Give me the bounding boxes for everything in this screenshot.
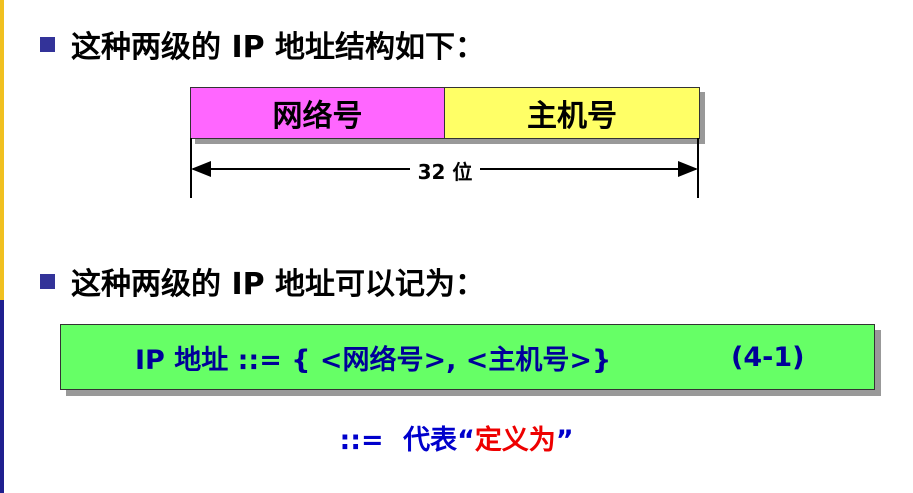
length-dimension: 32 位 xyxy=(188,138,702,200)
bullet-structure-text: 这种两级的 IP 地址结构如下： xyxy=(71,30,486,65)
equation-number: (4-1) xyxy=(731,341,805,373)
bullet-notation: 这种两级的 IP 地址可以记为： xyxy=(40,259,485,303)
host-field: 主机号 xyxy=(445,88,699,138)
bullet-structure: 这种两级的 IP 地址结构如下： xyxy=(40,22,485,66)
bullet-square-icon xyxy=(40,36,55,52)
formula-expression: IP 地址 ::= { <网络号>, <主机号>} xyxy=(135,344,612,376)
left-accent-bar-blue xyxy=(0,300,4,493)
quote-close: ” xyxy=(555,425,574,456)
formula-box: IP 地址 ::= { <网络号>, <主机号>} (4-1) xyxy=(60,324,875,390)
ip-address-structure-diagram: 网络号 主机号 xyxy=(190,87,700,139)
definition-symbol: ::= xyxy=(339,425,384,456)
left-accent-bar-yellow xyxy=(0,0,4,300)
network-field: 网络号 xyxy=(191,88,445,138)
quote-open: “ xyxy=(457,425,475,456)
definition-quoted: 定义为 xyxy=(474,425,556,456)
definition-line: ::= 代表“定义为” xyxy=(0,418,913,457)
bullet-square-icon xyxy=(40,273,55,289)
definition-prefix: 代表 xyxy=(403,425,458,456)
bullet-notation-text: 这种两级的 IP 地址可以记为： xyxy=(71,267,486,302)
dimension-lines xyxy=(190,138,699,198)
